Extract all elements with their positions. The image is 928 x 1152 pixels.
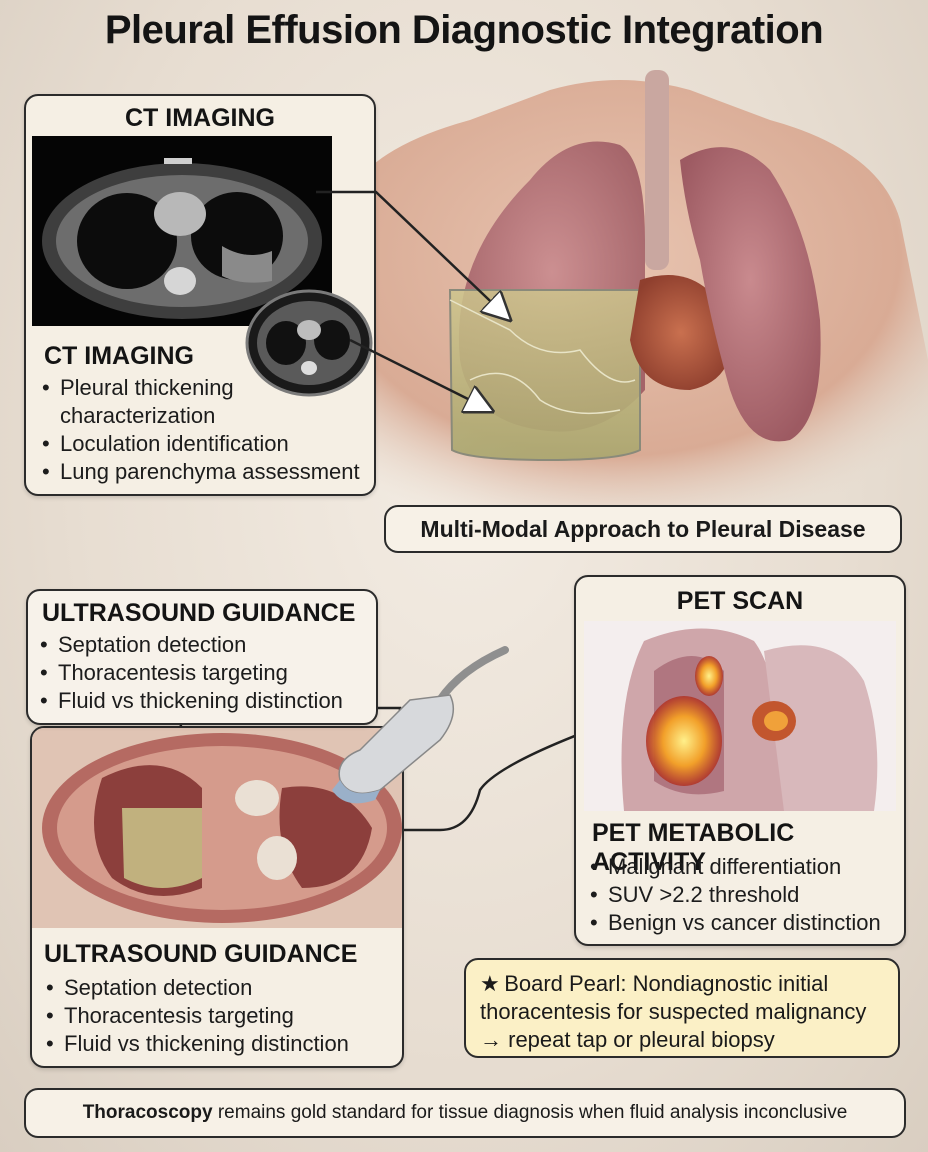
- footer-rest: remains gold standard for tissue diagnos…: [212, 1102, 848, 1123]
- footer-bold: Thoracoscopy: [82, 1102, 213, 1123]
- ct-bullet: Loculation identification: [40, 430, 370, 458]
- ultrasound-bottom-header: ULTRASOUND GUIDANCE: [44, 940, 358, 968]
- footer-note: Thoracoscopy remains gold standard for t…: [24, 1088, 906, 1138]
- ct-scan-image: [32, 136, 332, 326]
- pet-panel: PET SCAN PET METABOLIC ACTIVITY Malignan…: [574, 575, 906, 946]
- torso-illustration: [300, 70, 928, 520]
- pet-top-header: PET SCAN: [676, 587, 804, 615]
- pet-scan-image: [584, 621, 896, 811]
- ct-bullet: Lung parenchyma assessment: [40, 458, 370, 486]
- multimodal-label-text: Multi-Modal Approach to Pleural Disease: [420, 515, 866, 542]
- star-icon: ★: [480, 971, 500, 996]
- ultrasound-bullet: Thoracentesis targeting: [38, 659, 372, 687]
- ct-inset-image: [245, 289, 373, 397]
- ultrasound-top-header: ULTRASOUND GUIDANCE: [42, 599, 356, 627]
- pet-bullet: SUV >2.2 threshold: [588, 881, 900, 909]
- ct-header: CT IMAGING: [44, 342, 194, 370]
- ultrasound-bullet: Fluid vs thickening distinction: [38, 687, 372, 715]
- ct-bullet: Pleural thickening characterization: [40, 374, 370, 430]
- pet-bullet-list: Malignant differentiation SUV >2.2 thres…: [588, 853, 900, 937]
- multimodal-label: Multi-Modal Approach to Pleural Disease: [384, 505, 902, 553]
- ultrasound-bullet: Septation detection: [44, 974, 394, 1002]
- ultrasound-callout: ULTRASOUND GUIDANCE Septation detection …: [26, 589, 378, 725]
- ultrasound-bullet: Thoracentesis targeting: [44, 1002, 394, 1030]
- ultrasound-bullet: Septation detection: [38, 631, 372, 659]
- ultrasound-bottom-bullets: Septation detection Thoracentesis target…: [44, 974, 394, 1058]
- page-title: Pleural Effusion Diagnostic Integration: [104, 8, 824, 52]
- pet-bullet: Malignant differentiation: [588, 853, 900, 881]
- ct-bullet-list: Pleural thickening characterization Locu…: [40, 374, 370, 486]
- ultrasound-cross-section: [32, 728, 402, 928]
- board-pearl-text: Board Pearl: Nondiagnostic initial thora…: [480, 971, 867, 1052]
- ultrasound-bullet: Fluid vs thickening distinction: [44, 1030, 394, 1058]
- ultrasound-top-bullets: Septation detection Thoracentesis target…: [38, 631, 372, 715]
- pet-bullet: Benign vs cancer distinction: [588, 909, 900, 937]
- ultrasound-probe-icon: [332, 646, 509, 804]
- ct-panel: CT IMAGING CT IMAGING Pleural thickening…: [24, 94, 376, 496]
- ct-top-header: CT IMAGING: [125, 104, 275, 132]
- board-pearl: ★ Board Pearl: Nondiagnostic initial tho…: [464, 958, 900, 1058]
